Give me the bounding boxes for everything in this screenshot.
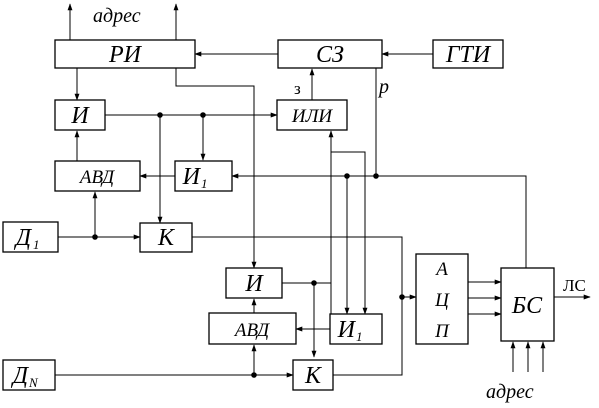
block-k-bottom-label: К	[304, 363, 323, 389]
block-and-top-label: И	[70, 103, 90, 129]
block-dn-sub: N	[28, 375, 39, 390]
block-gti-label: ГТИ	[445, 42, 492, 68]
label-address-bottom: адрес	[486, 381, 534, 403]
block-adc-p: П	[434, 321, 450, 342]
block-d1-sub: 1	[33, 237, 40, 252]
block-and1-top-label: И	[182, 164, 202, 190]
wire-ri-and-bottom	[175, 68, 257, 269]
wire-bs-i1	[231, 173, 527, 268]
block-sz-label: СЗ	[316, 42, 344, 68]
block-adc: А Ц П	[415, 253, 469, 345]
block-and-bottom: И	[225, 267, 283, 299]
block-ri-label: РИ	[108, 42, 143, 68]
block-or: ИЛИ	[276, 99, 348, 131]
block-avd-bottom: АВД	[208, 312, 297, 345]
wire-kn-adc	[333, 297, 403, 376]
block-dn: Д N	[2, 359, 56, 391]
block-avd-top-label: АВД	[78, 167, 115, 188]
block-avd-bottom-label: АВД	[233, 320, 270, 341]
label-ls: ЛС	[563, 276, 586, 295]
block-and1-bottom-label: И	[337, 317, 357, 343]
block-and1-bottom: И 1	[329, 313, 383, 345]
block-d1-label: Д	[14, 225, 33, 251]
block-or-label: ИЛИ	[291, 106, 334, 127]
label-p: р	[377, 76, 389, 98]
block-k-bottom: К	[292, 359, 334, 391]
block-d1: Д 1	[2, 221, 59, 253]
block-sz: СЗ	[277, 39, 383, 69]
block-avd-top: АВД	[54, 160, 141, 192]
wires	[55, 3, 591, 378]
block-and-top: И	[54, 99, 106, 131]
block-k-top: К	[139, 222, 193, 253]
junction	[373, 173, 379, 179]
block-adc-c: Ц	[434, 290, 450, 311]
block-adc-a: А	[434, 259, 448, 280]
block-k-top-label: К	[157, 225, 176, 251]
block-bs-label: БС	[511, 293, 543, 319]
block-and1-top: И 1	[174, 160, 233, 192]
block-dn-label: Д	[11, 363, 30, 389]
label-address-top: адрес	[93, 5, 141, 27]
block-and-bottom-label: И	[244, 271, 264, 297]
block-and1-bottom-sub: 1	[356, 329, 363, 344]
wire-k-adc	[192, 236, 403, 297]
label-z: з	[294, 79, 301, 98]
block-ri: РИ	[54, 39, 196, 69]
block-bs: БС	[500, 267, 555, 342]
block-gti: ГТИ	[432, 39, 504, 69]
block-and1-top-sub: 1	[201, 176, 208, 191]
